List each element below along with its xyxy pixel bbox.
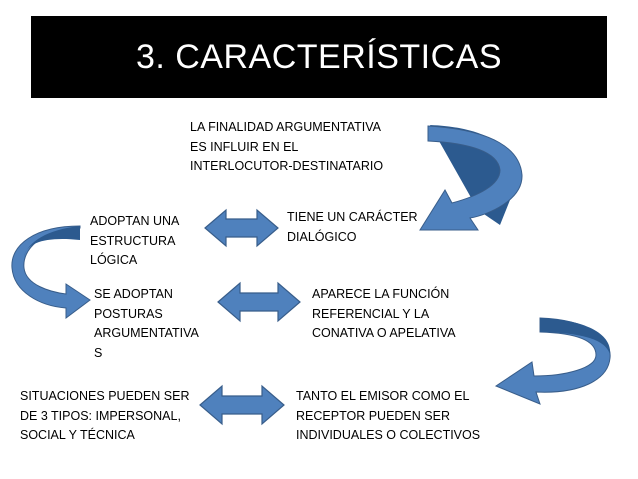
node-adoptan-estructura: ADOPTAN UNA ESTRUCTURA LÓGICA (90, 212, 179, 271)
node-situaciones: SITUACIONES PUEDEN SER DE 3 TIPOS: IMPER… (20, 387, 189, 446)
node-emisor: TANTO EL EMISOR COMO EL RECEPTOR PUEDEN … (296, 387, 480, 446)
node-line: CONATIVA O APELATIVA (312, 326, 456, 340)
node-line: LÓGICA (90, 253, 138, 267)
node-line: SE ADOPTAN (94, 287, 173, 301)
title-bar: 3. CARACTERÍSTICAS (31, 16, 607, 98)
node-line: SITUACIONES PUEDEN SER (20, 389, 190, 403)
node-line: DIALÓGICO (287, 229, 357, 244)
node-caracter-dialogico: TIENE UN CARÁCTER DIALÓGICO (287, 208, 418, 247)
node-line: DE 3 TIPOS: IMPERSONAL, (20, 408, 181, 423)
curved-arrow-right (494, 317, 611, 405)
node-line: ADOPTAN UNA (90, 214, 180, 228)
curved-arrow-top-right (419, 125, 523, 231)
node-line: S (94, 345, 103, 360)
double-arrow-2 (217, 281, 301, 323)
node-funcion: APARECE LA FUNCIÓN REFERENCIAL Y LA CONA… (312, 285, 456, 344)
node-line: POSTURAS (94, 306, 163, 321)
node-line: LA FINALIDAD ARGUMENTATIVA (190, 120, 382, 134)
double-arrow-1 (204, 208, 279, 248)
page-title: 3. CARACTERÍSTICAS (135, 37, 503, 76)
node-line: APARECE LA FUNCIÓN (312, 287, 450, 301)
curved-arrow-left (11, 225, 91, 319)
node-line: ARGUMENTATIVA (94, 326, 199, 340)
node-finalidad: LA FINALIDAD ARGUMENTATIVA ES INFLUIR EN… (190, 118, 383, 177)
node-line: INTERLOCUTOR-DESTINATARIO (190, 159, 384, 173)
node-line: ES INFLUIR EN EL (190, 139, 299, 154)
node-line: SOCIAL Y TÉCNICA (20, 428, 135, 442)
node-line: TANTO EL EMISOR COMO EL (296, 389, 470, 403)
node-line: TIENE UN CARÁCTER (287, 210, 418, 224)
node-line: ESTRUCTURA (90, 233, 176, 248)
node-line: INDIVIDUALES O COLECTIVOS (296, 428, 481, 442)
node-line: REFERENCIAL Y LA (312, 306, 430, 321)
node-posturas: SE ADOPTAN POSTURAS ARGUMENTATIVA S (94, 285, 199, 363)
double-arrow-3 (199, 384, 285, 426)
node-line: RECEPTOR PUEDEN SER (296, 408, 450, 423)
